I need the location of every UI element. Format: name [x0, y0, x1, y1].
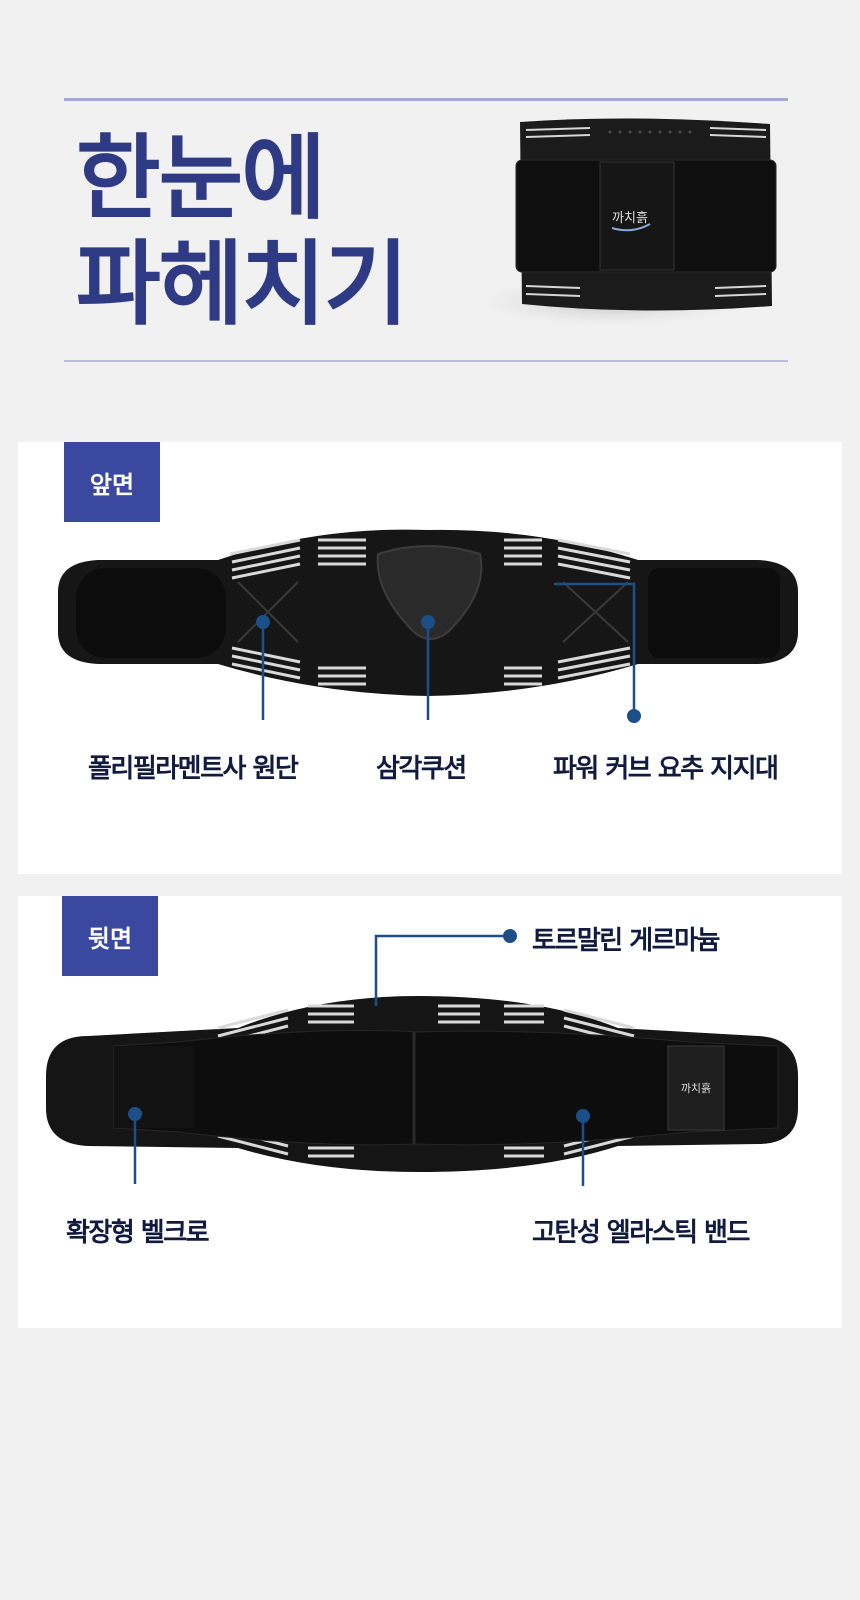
back-view-tag: 뒷면: [62, 896, 158, 976]
front-view-panel: 앞면: [18, 442, 842, 874]
header-top-rule: [64, 98, 788, 101]
page-title: 한눈에 파헤치기: [76, 125, 409, 338]
hero-brand-logo: 까치흙: [612, 211, 648, 226]
back-view-panel: 뒷면 까치흙: [18, 896, 842, 1328]
label-velcro: 확장형 벨크로: [66, 1218, 210, 1248]
title-line-1: 한눈에: [76, 125, 326, 232]
label-elastic-band: 고탄성 엘라스틱 밴드: [532, 1218, 750, 1248]
front-view-tag: 앞면: [64, 442, 160, 522]
front-brace-image: [58, 529, 798, 723]
back-brand-logo: 까치흙: [681, 1082, 711, 1095]
label-cushion: 삼각쿠션: [376, 754, 467, 784]
hero-product-image: 까치흙: [460, 118, 777, 330]
label-germanium: 토르말린 게르마늄: [532, 926, 720, 956]
title-line-2: 파헤치기: [76, 231, 409, 338]
header-bottom-rule: [64, 360, 788, 362]
label-fabric: 폴리필라멘트사 원단: [88, 754, 299, 784]
label-lumbar-support: 파워 커브 요추 지지대: [553, 754, 779, 784]
back-brace-image: 까치흙: [46, 929, 798, 1186]
